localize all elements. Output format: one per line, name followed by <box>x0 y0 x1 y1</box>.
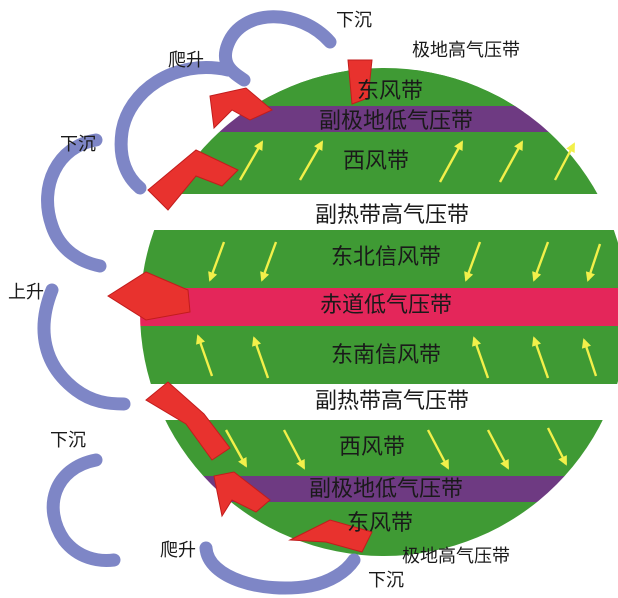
motion-label-rise-north: 爬升 <box>168 50 204 71</box>
band-label-polar-high-north: 极地高气压带 <box>412 40 520 61</box>
yellow-wind-arrow-icon <box>464 241 482 282</box>
band-label-easterlies-north: 东风带 <box>357 79 423 104</box>
yellow-wind-arrow-icon <box>298 140 324 181</box>
circulation-arrow-icon <box>199 541 361 595</box>
band-label-subtropical-high-north: 副热带高气压带 <box>315 203 469 228</box>
band-labels: 极地高气压带 东风带 副极地低气压带 西风带 副热带高气压带 东北信风带 赤道低… <box>309 40 520 567</box>
yellow-wind-arrow-icon <box>498 140 524 183</box>
circulation-arrow-icon <box>46 453 121 567</box>
band-label-subpolar-low-north: 副极地低气压带 <box>319 109 473 134</box>
yellow-wind-arrow-icon <box>532 336 550 379</box>
circulation-arrow-icon <box>147 149 239 211</box>
yellow-wind-arrow-icon <box>532 241 550 282</box>
yellow-wind-arrow-icon <box>438 140 464 183</box>
motion-labels: 下沉 爬升 下沉 上升 下沉 爬升 下沉 <box>8 10 404 591</box>
motion-label-rise-south: 爬升 <box>160 540 196 561</box>
motion-label-sink-south-pole: 下沉 <box>368 570 404 591</box>
yellow-wind-arrow-icon <box>196 334 214 377</box>
yellow-wind-arrow-icon <box>553 142 576 181</box>
band-label-equatorial-low: 赤道低气压带 <box>320 293 452 318</box>
wind-arrows <box>196 140 602 470</box>
yellow-wind-arrow-icon <box>238 140 264 181</box>
band-label-ne-trades: 东北信风带 <box>331 245 441 270</box>
circulation-arrow-icon <box>218 10 337 87</box>
circulation-arrow-icon <box>114 61 235 195</box>
band-label-subtropical-high-south: 副热带高气压带 <box>315 389 469 414</box>
motion-label-sink-south-subtropic: 下沉 <box>50 430 86 451</box>
motion-label-sink-north-subtropic: 下沉 <box>60 134 96 155</box>
inner-circulation <box>107 59 373 553</box>
circulation-arrow-icon <box>107 271 191 321</box>
yellow-wind-arrow-icon <box>472 336 490 379</box>
yellow-wind-arrow-icon <box>260 241 278 282</box>
band-label-westerlies-south: 西风带 <box>339 435 405 460</box>
motion-label-sink-north-pole: 下沉 <box>336 10 372 31</box>
band-equatorial-low-bg <box>140 288 618 326</box>
band-se-trades-bg <box>140 326 618 384</box>
circulation-arrow-icon <box>347 59 373 105</box>
band-label-se-trades: 东南信风带 <box>331 343 441 368</box>
circulation-arrow-icon <box>288 519 373 553</box>
circulation-arrow-icon <box>213 471 271 518</box>
yellow-wind-arrow-icon <box>546 427 568 466</box>
band-subtropical-high-north-bg <box>140 194 618 230</box>
yellow-wind-arrow-icon <box>426 429 450 470</box>
circulation-arrow-icon <box>145 381 231 461</box>
yellow-wind-arrow-icon <box>252 336 270 379</box>
yellow-wind-arrow-icon <box>224 429 248 468</box>
yellow-wind-arrow-icon <box>486 429 510 470</box>
band-label-polar-high-south: 极地高气压带 <box>402 546 510 567</box>
band-label-subpolar-low-south: 副极地低气压带 <box>309 477 463 502</box>
band-subtropical-high-south-bg <box>140 384 618 420</box>
motion-label-rise-equator: 上升 <box>8 282 44 303</box>
circulation-arrow-icon <box>41 133 107 273</box>
yellow-wind-arrow-icon <box>282 429 306 470</box>
circulation-arrow-icon <box>209 87 273 130</box>
circulation-arrow-icon <box>37 283 131 411</box>
band-label-easterlies-south: 东风带 <box>347 511 413 536</box>
outer-circulation <box>37 10 361 595</box>
yellow-wind-arrow-icon <box>581 338 598 377</box>
band-label-westerlies-north: 西风带 <box>343 149 409 174</box>
yellow-wind-arrow-icon <box>208 241 226 282</box>
yellow-wind-arrow-icon <box>585 243 602 282</box>
